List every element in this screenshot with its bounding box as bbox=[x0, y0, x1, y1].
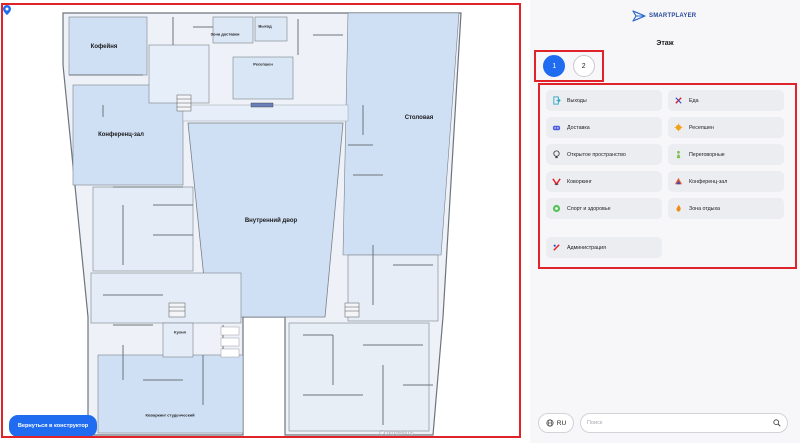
rest-icon bbox=[676, 204, 681, 212]
room-coworking-students[interactable]: Коворкинг студенческий bbox=[145, 412, 195, 418]
search-icon[interactable] bbox=[773, 419, 781, 427]
category-label: Открытое пространство bbox=[567, 151, 626, 158]
floor-tab-2[interactable]: 2 bbox=[572, 55, 595, 77]
language-label: RU bbox=[556, 419, 567, 427]
smartplayer-logo-icon bbox=[632, 10, 646, 22]
category-label: Выходы bbox=[567, 97, 587, 104]
room-courtyard[interactable]: Внутренний двор bbox=[244, 218, 298, 224]
category-label: Коворкинг bbox=[567, 178, 592, 185]
category-label: Доставка bbox=[567, 124, 590, 131]
category-food[interactable]: Еда bbox=[668, 90, 784, 111]
room-exit[interactable]: Выход bbox=[258, 23, 272, 29]
sport-icon bbox=[552, 204, 561, 213]
save-link[interactable]: Сохранить bbox=[379, 430, 414, 437]
category-label: Переговорные bbox=[689, 151, 725, 158]
floor-title: Этаж bbox=[656, 40, 674, 47]
category-label: Ресепшен bbox=[689, 124, 714, 131]
back-to-constructor-button[interactable]: Вернуться в конструктор bbox=[9, 415, 97, 436]
category-rest-zone[interactable]: Зона отдыха bbox=[668, 198, 784, 219]
room-dining[interactable]: Столовая bbox=[404, 115, 434, 121]
language-button[interactable]: RU bbox=[538, 413, 574, 433]
category-open-space[interactable]: Открытое пространство bbox=[546, 144, 662, 165]
category-coworking[interactable]: Коворкинг bbox=[546, 171, 662, 192]
category-label: Спорт и здоровье bbox=[567, 205, 611, 212]
food-icon bbox=[675, 97, 682, 104]
category-label: Зона отдыха bbox=[689, 205, 721, 212]
globe-icon bbox=[546, 419, 554, 427]
category-delivery[interactable]: Доставка bbox=[546, 117, 662, 138]
room-reception[interactable]: Ресепшен bbox=[253, 61, 273, 67]
reception-icon bbox=[674, 123, 683, 132]
room-conference[interactable]: Конференц-зал bbox=[98, 132, 144, 138]
category-list: Выходы Еда Доставка Ресепшен Открытое пр… bbox=[538, 83, 797, 269]
room-cafe[interactable]: Кофейня bbox=[90, 44, 118, 50]
search-box bbox=[580, 413, 788, 433]
search-input[interactable] bbox=[587, 420, 773, 426]
category-label: Администрация bbox=[567, 244, 606, 251]
meeting-icon bbox=[676, 150, 681, 159]
location-pin-icon bbox=[3, 5, 11, 15]
room-kitchen[interactable]: Кухня bbox=[174, 329, 186, 335]
category-label: Конференц-зал bbox=[689, 178, 728, 185]
room-delivery-zone[interactable]: Зона доставки bbox=[210, 31, 240, 37]
conference-icon bbox=[674, 177, 683, 185]
brand: SMARTPLAYER bbox=[632, 10, 696, 22]
category-exits[interactable]: Выходы bbox=[546, 90, 662, 111]
exit-icon bbox=[553, 96, 561, 105]
delivery-icon bbox=[552, 125, 561, 131]
category-administration[interactable]: Администрация bbox=[546, 237, 662, 258]
category-meeting-rooms[interactable]: Переговорные bbox=[668, 144, 784, 165]
floor-tab-1[interactable]: 1 bbox=[543, 55, 566, 77]
admin-icon bbox=[553, 244, 560, 251]
floor-plan-svg bbox=[62, 12, 462, 436]
floor-map[interactable]: Кофейня Конференц-зал Зона доставки Выхо… bbox=[1, 3, 521, 438]
lightbulb-icon bbox=[553, 150, 560, 159]
category-reception[interactable]: Ресепшен bbox=[668, 117, 784, 138]
brand-name: SMARTPLAYER bbox=[649, 13, 697, 19]
coworking-icon bbox=[552, 178, 561, 186]
category-sport-health[interactable]: Спорт и здоровье bbox=[546, 198, 662, 219]
category-conference-hall[interactable]: Конференц-зал bbox=[668, 171, 784, 192]
floor-selector: 1 2 bbox=[534, 50, 604, 82]
category-label: Еда bbox=[689, 97, 699, 104]
